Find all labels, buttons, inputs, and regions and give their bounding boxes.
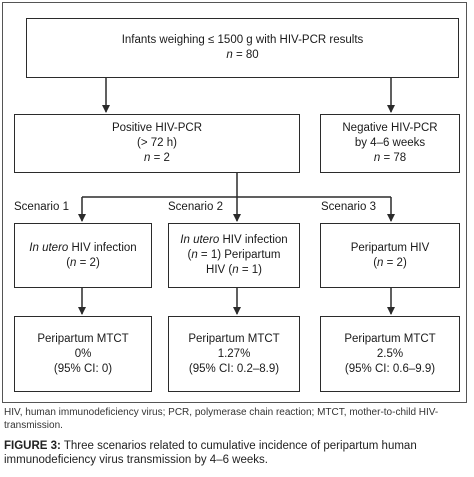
box-scenario-3-result: Peripartum MTCT 2.5% (95% CI: 0.6–9.9) [320, 316, 460, 392]
scenario-1-label: Scenario 1 [14, 201, 69, 213]
negative-timing: by 4–6 weeks [354, 137, 426, 149]
total-infants-n: n = 80 [226, 49, 259, 61]
positive-n: n = 2 [144, 152, 170, 164]
caption-text: Three scenarios related to cumulative in… [4, 440, 417, 466]
total-infants-label: Infants weighing ≤ 1500 g with HIV-PCR r… [121, 34, 364, 46]
positive-label: Positive HIV-PCR [111, 122, 203, 134]
box-negative-pcr: Negative HIV-PCR by 4–6 weeks n = 78 [320, 114, 460, 173]
figure-frame [2, 2, 467, 403]
positive-timing: (> 72 h) [137, 137, 177, 149]
box-scenario-3-condition: Peripartum HIV (n = 2) [320, 223, 460, 288]
box-positive-pcr: Positive HIV-PCR (> 72 h) n = 2 [14, 114, 300, 173]
box-total-infants: Infants weighing ≤ 1500 g with HIV-PCR r… [26, 18, 459, 78]
box-scenario-2-condition: In utero HIV infection (n = 1) Peripartu… [168, 223, 300, 288]
connector-lines [78, 78, 395, 315]
negative-label: Negative HIV-PCR [342, 122, 438, 134]
negative-n: n = 78 [373, 152, 407, 164]
figure-caption: FIGURE 3: Three scenarios related to cum… [4, 439, 470, 467]
box-scenario-1-result: Peripartum MTCT 0% (95% CI: 0) [14, 316, 152, 392]
scenario-2-label: Scenario 2 [168, 201, 223, 213]
figure-footnote: HIV, human immunodeficiency virus; PCR, … [4, 407, 439, 431]
caption-label: FIGURE 3: [4, 440, 61, 452]
box-scenario-1-condition: In utero HIV infection (n = 2) [14, 223, 152, 288]
scenario-3-label: Scenario 3 [321, 201, 376, 213]
box-scenario-2-result: Peripartum MTCT 1.27% (95% CI: 0.2–8.9) [168, 316, 300, 392]
